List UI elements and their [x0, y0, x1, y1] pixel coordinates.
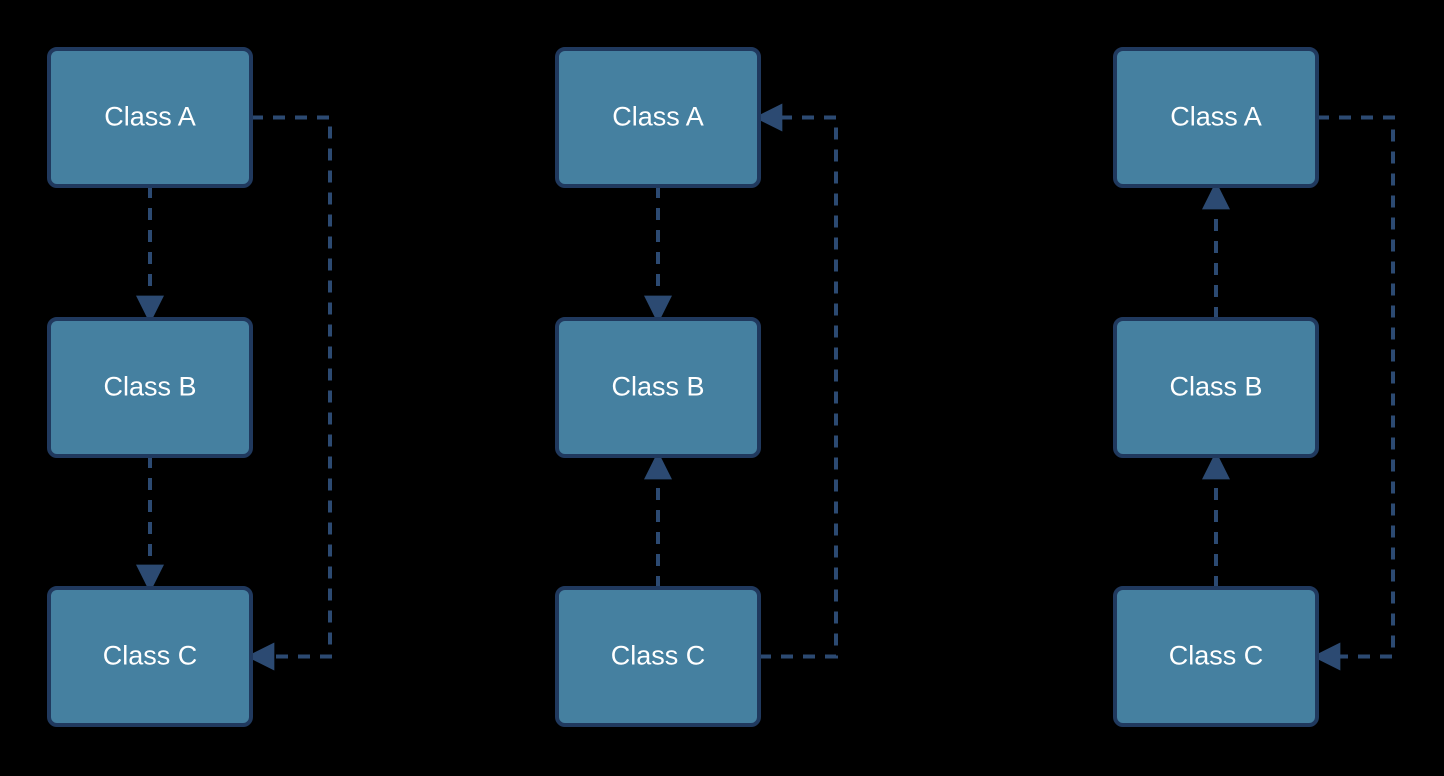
node-label: Class B [1169, 372, 1262, 402]
node-class-a[interactable]: Class A [1113, 47, 1319, 188]
node-box [555, 586, 761, 727]
node-box [555, 47, 761, 188]
node-class-b[interactable]: Class B [555, 317, 761, 458]
edge-A-to-C [246, 115, 332, 671]
edges-group [136, 103, 1395, 671]
node-box [1113, 47, 1319, 188]
node-class-a[interactable]: Class A [555, 47, 761, 188]
node-class-c[interactable]: Class C [555, 586, 761, 727]
node-box [1113, 586, 1319, 727]
node-label: Class B [611, 372, 704, 402]
node-label: Class C [103, 641, 198, 671]
edge-A-to-C [1312, 115, 1395, 671]
node-box [47, 586, 253, 727]
node-label: Class A [104, 102, 196, 132]
node-class-b[interactable]: Class B [47, 317, 253, 458]
edge-C-to-A [754, 103, 838, 659]
node-class-a[interactable]: Class A [47, 47, 253, 188]
node-box [1113, 317, 1319, 458]
node-class-c[interactable]: Class C [47, 586, 253, 727]
node-box [47, 47, 253, 188]
node-box [47, 317, 253, 458]
node-label: Class C [611, 641, 706, 671]
node-label: Class C [1169, 641, 1264, 671]
nodes-group: Class A Class B Class C Class A Class B Class… [47, 47, 1319, 727]
node-class-c[interactable]: Class C [1113, 586, 1319, 727]
node-class-b[interactable]: Class B [1113, 317, 1319, 458]
node-box [555, 317, 761, 458]
node-label: Class A [1170, 102, 1262, 132]
node-label: Class A [612, 102, 704, 132]
node-label: Class B [103, 372, 196, 402]
